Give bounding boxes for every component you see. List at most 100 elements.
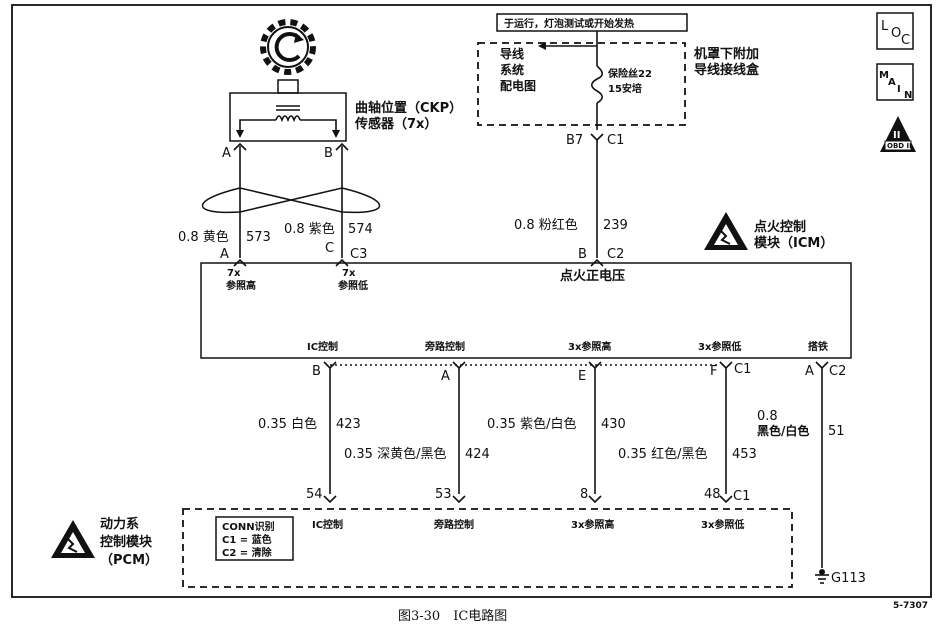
icm-pin-b-bottom: B xyxy=(312,364,321,379)
svg-text:O: O xyxy=(891,26,901,41)
icm-label-line2: 模块（ICM） xyxy=(754,235,833,251)
ref-line2: 系统 xyxy=(500,62,524,77)
wire-51-gauge: 0.8 xyxy=(757,409,778,424)
pcm-label-line1: 动力系 xyxy=(100,516,139,532)
icm-pcm-wires: B A E F C1 A C2 0.35 白色 423 0.35 深黄色/黑色 … xyxy=(258,361,846,568)
wire-573-color: 0.8 黄色 xyxy=(178,229,229,245)
ground-id: G113 xyxy=(831,571,866,586)
ref-line1: 导线 xyxy=(500,46,524,61)
wire-424-color: 0.35 深黄色/黑色 xyxy=(344,446,446,462)
wire-239-color: 0.8 粉红色 xyxy=(514,217,578,233)
junction-pin-b7: B7 xyxy=(566,133,583,148)
pcm-pin-53: 53 xyxy=(435,487,452,502)
svg-text:OBD II: OBD II xyxy=(887,142,912,150)
pcm-input-ic-control: IC控制 xyxy=(312,518,343,531)
underhood-junction-box: 于运行，灯泡测试或开始发热 导线 系统 配电图 保险丝22 15安培 机罩下附加… xyxy=(477,13,760,148)
icm-pin-c-top: C xyxy=(325,241,334,256)
icm-conn-c2-top: C2 xyxy=(607,247,624,262)
wire-51-color: 黑色/白色 xyxy=(757,423,809,438)
conn-id-c1: C1 = 蓝色 xyxy=(222,533,272,546)
icm-conn-c2-bottom: C2 xyxy=(829,364,846,379)
icm-ref-high-2: 参照高 xyxy=(226,279,256,292)
icm-output-ic-control: IC控制 xyxy=(307,340,338,353)
ground-g113: G113 xyxy=(815,569,866,586)
wire-423-circuit: 423 xyxy=(336,417,361,432)
pcm-input-3x-low: 3x参照低 xyxy=(701,518,744,531)
pcm-input-bypass: 旁路控制 xyxy=(433,518,474,531)
pcm-label-line3: （PCM） xyxy=(100,552,158,568)
icm-ref-high-1: 7x xyxy=(227,268,241,279)
wire-430-circuit: 430 xyxy=(601,417,626,432)
ckp-label-line1: 曲轴位置（CKP） xyxy=(355,100,462,116)
icm-output-3x-low: 3x参照低 xyxy=(698,340,741,353)
junction-header: 于运行，灯泡测试或开始发热 xyxy=(504,17,634,30)
ckp-sensor: 曲轴位置（CKP） 传感器（7x） A B xyxy=(222,19,462,161)
ref-line3: 配电图 xyxy=(500,78,536,93)
pcm-conn-c1: C1 xyxy=(733,489,750,504)
fuse-line1: 保险丝22 xyxy=(607,67,652,80)
icm-pin-a-top: A xyxy=(220,247,229,262)
wire-424-circuit: 424 xyxy=(465,447,490,462)
pcm-input-3x-high: 3x参照高 xyxy=(571,518,614,531)
svg-text:C: C xyxy=(901,33,910,48)
icm-ref-low-2: 参照低 xyxy=(338,279,368,292)
icm-conn-c1-bottom: C1 xyxy=(734,362,751,377)
wire-573-circuit: 573 xyxy=(246,230,271,245)
junction-label-line1: 机罩下附加 xyxy=(694,46,759,62)
wire-453-color: 0.35 红色/黑色 xyxy=(618,446,707,462)
icm-conn-c3: C3 xyxy=(350,247,367,262)
icm-ign-voltage: 点火正电压 xyxy=(560,268,625,284)
ckp-gear-icon xyxy=(260,19,316,75)
icm-output-ground: 搭铁 xyxy=(808,340,828,353)
main-icon: M A I N xyxy=(876,63,914,101)
wire-430-color: 0.35 紫色/白色 xyxy=(487,416,576,432)
icm-pin-e-bottom: E xyxy=(578,369,586,384)
icm-ref-low-1: 7x xyxy=(342,268,356,279)
ref-code: 5-7307 xyxy=(893,601,928,611)
fuse-icon xyxy=(590,65,604,104)
pcm-pin-8: 8 xyxy=(580,487,588,502)
wire-574-circuit: 574 xyxy=(348,222,373,237)
conn-id-box xyxy=(215,516,294,561)
diagram-border xyxy=(11,4,932,598)
pcm-label-line2: 控制模块 xyxy=(100,534,153,550)
wire-423-color: 0.35 白色 xyxy=(258,416,317,432)
svg-text:N: N xyxy=(904,90,912,101)
svg-text:II: II xyxy=(893,130,900,141)
ckp-pin-b: B xyxy=(324,146,333,161)
ckp-pin-a: A xyxy=(222,146,231,161)
icm-output-3x-high: 3x参照高 xyxy=(568,340,611,353)
ignition-wire: 0.8 粉红色 239 B C2 xyxy=(514,140,628,267)
wire-51-circuit: 51 xyxy=(828,424,845,439)
wire-574-color: 0.8 紫色 xyxy=(284,221,335,237)
powertrain-control-module: CONN识别 C1 = 蓝色 C2 = 清除 IC控制 旁路控制 3x参照高 3… xyxy=(51,508,793,588)
conn-id-title: CONN识别 xyxy=(222,520,275,533)
wire-239-circuit: 239 xyxy=(603,218,628,233)
ckp-twisted-wires: 0.8 黄色 573 0.8 紫色 574 A C C3 xyxy=(178,142,380,267)
icm-pin-a2-bottom: A xyxy=(805,364,814,379)
ckp-label-line2: 传感器（7x） xyxy=(354,116,437,132)
conn-id-c2: C2 = 清除 xyxy=(222,546,273,559)
junction-conn-c1: C1 xyxy=(607,133,624,148)
ignition-control-module: 7x 参照高 7x 参照低 点火正电压 IC控制 旁路控制 3x参照高 3x参照… xyxy=(200,212,852,359)
svg-text:M: M xyxy=(879,70,889,81)
loc-icon: L O C xyxy=(876,12,914,50)
esd-warning-icon xyxy=(704,212,748,250)
fuse-line2: 15安培 xyxy=(608,82,642,95)
svg-text:L: L xyxy=(881,19,889,34)
icm-pin-a-bottom: A xyxy=(441,369,450,384)
icm-output-bypass: 旁路控制 xyxy=(424,340,465,353)
icm-label-line1: 点火控制 xyxy=(754,219,806,235)
junction-label-line2: 导线接线盒 xyxy=(694,62,760,78)
obd-ii-icon: II OBD II xyxy=(880,116,916,152)
icm-pin-b-top: B xyxy=(578,247,587,262)
wire-453-circuit: 453 xyxy=(732,447,757,462)
pcm-pin-48: 48 xyxy=(704,487,721,502)
figure-caption: 图3-30 IC电路图 xyxy=(398,608,507,624)
pcm-esd-warning-icon xyxy=(51,520,95,558)
svg-text:I: I xyxy=(897,84,901,95)
svg-text:A: A xyxy=(888,77,896,88)
icm-pin-f-bottom: F xyxy=(710,364,717,379)
pcm-pin-54: 54 xyxy=(306,487,323,502)
